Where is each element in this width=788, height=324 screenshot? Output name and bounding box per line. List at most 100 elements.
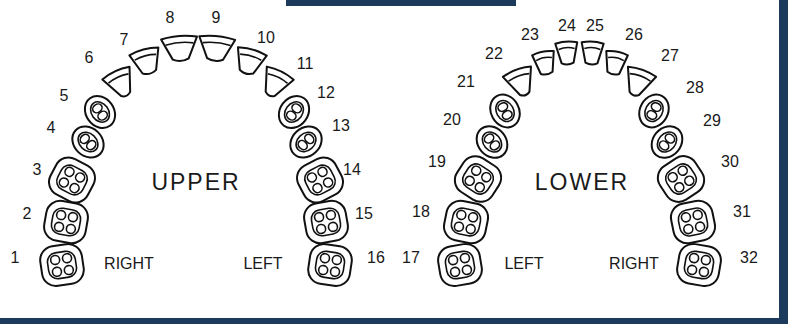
- tooth-inner: [450, 206, 483, 237]
- tooth-inner: [459, 160, 497, 197]
- tooth: [555, 41, 579, 65]
- tooth-number: 29: [703, 113, 721, 129]
- tooth: [302, 199, 350, 246]
- side-label: RIGHT: [609, 256, 659, 272]
- tooth-cusp: [74, 171, 86, 183]
- side-label: RIGHT: [104, 256, 154, 272]
- tooth-inner: [677, 206, 710, 237]
- tooth: [197, 34, 235, 63]
- tooth-inner: [492, 97, 518, 124]
- tooth-inner: [310, 207, 342, 237]
- tooth-cusp: [303, 133, 316, 146]
- tooth-edge: [559, 47, 575, 50]
- tooth-outline: [44, 153, 100, 208]
- tooth-cusp: [332, 255, 342, 265]
- tooth-cusp: [316, 166, 328, 178]
- tooth-cusp: [666, 171, 678, 183]
- tooth-outline: [292, 153, 348, 208]
- tooth: [44, 153, 100, 208]
- tooth-edge: [203, 41, 231, 45]
- tooth-edge: [630, 72, 651, 81]
- tooth: [668, 198, 717, 246]
- tooth-cusp: [468, 212, 479, 223]
- tooth: [129, 46, 164, 78]
- tooth-inner: [653, 128, 680, 156]
- tooth-number: 6: [85, 50, 94, 66]
- tooth-cusp: [460, 253, 470, 263]
- tooth-number: 24: [558, 18, 576, 34]
- tooth-number: 2: [23, 206, 32, 222]
- tooth-cusp: [322, 176, 334, 188]
- tooth-number: 32: [740, 250, 758, 266]
- tooth-cusp: [66, 224, 76, 234]
- tooth-cusp: [650, 101, 663, 113]
- tooth-number: 8: [166, 10, 175, 26]
- tooth-edge: [165, 41, 193, 45]
- frame-edge: [779, 0, 788, 324]
- tooth-outline: [484, 89, 525, 132]
- tooth-number: 10: [257, 30, 275, 46]
- arch-label: LOWER: [535, 171, 629, 194]
- tooth-edge: [608, 56, 624, 60]
- tooth-number: 18: [412, 204, 430, 220]
- tooth-number: 13: [332, 118, 350, 134]
- tooth-cusp: [462, 265, 472, 275]
- tooth-cusp: [681, 212, 692, 223]
- tooth-outline: [668, 198, 717, 246]
- tooth-inner: [444, 250, 476, 280]
- tooth-cusp: [695, 221, 706, 232]
- tooth-number: 7: [120, 32, 129, 48]
- tooth-cusp: [58, 176, 70, 188]
- tooth-cusp: [689, 253, 699, 263]
- tooth-outline: [302, 199, 350, 246]
- tooth: [652, 151, 709, 207]
- tooth-number: 15: [355, 206, 373, 222]
- tooth-inner: [683, 250, 715, 280]
- tooth-inner: [314, 250, 346, 280]
- tooth-inner: [662, 160, 700, 197]
- tooth-cusp: [496, 101, 509, 113]
- tooth-number: 26: [625, 27, 643, 43]
- tooth-cusp: [91, 102, 104, 114]
- tooth-outline: [42, 199, 90, 246]
- tooth-cusp: [448, 255, 458, 265]
- tooth-edge: [240, 53, 262, 61]
- frame-edge: [0, 318, 788, 324]
- tooth-outline: [602, 50, 628, 77]
- tooth-cusp: [63, 166, 75, 178]
- tooth-number: 12: [317, 85, 335, 101]
- tooth-cusp: [701, 255, 711, 265]
- tooth-edge: [134, 53, 156, 60]
- tooth-cusp: [692, 210, 703, 221]
- tooth-number: 30: [721, 154, 739, 170]
- tooth: [42, 199, 90, 246]
- tooth-inner: [281, 98, 308, 126]
- tooth-inner: [641, 97, 667, 124]
- tooth-cusp: [68, 212, 78, 222]
- tooth-number: 14: [343, 162, 361, 178]
- tooth-number: 3: [33, 162, 42, 178]
- tooth-number: 17: [402, 250, 420, 266]
- tooth-cusp: [54, 222, 64, 232]
- tooth-number: 27: [661, 48, 679, 64]
- tooth-cusp: [316, 224, 326, 234]
- tooth-cusp: [454, 221, 465, 232]
- tooth-number: 16: [367, 250, 385, 266]
- tooth-cusp: [450, 267, 460, 277]
- tooth-edge: [508, 72, 529, 81]
- tooth-number: 21: [457, 74, 475, 90]
- tooth-cusp: [470, 164, 482, 176]
- tooth-inner: [87, 98, 114, 126]
- tooth: [484, 89, 525, 132]
- tooth-cusp: [314, 212, 324, 222]
- tooth-cusp: [68, 182, 80, 194]
- tooth-edge: [268, 72, 288, 83]
- tooth-cusp: [474, 181, 486, 193]
- tooth-outline: [555, 41, 579, 65]
- tooth: [436, 242, 484, 288]
- tooth-number: 25: [586, 18, 604, 34]
- tooth-cusp: [483, 132, 496, 145]
- tooth-edge: [536, 56, 552, 60]
- tooth-cusp: [50, 255, 60, 265]
- tooth-cusp: [456, 210, 467, 221]
